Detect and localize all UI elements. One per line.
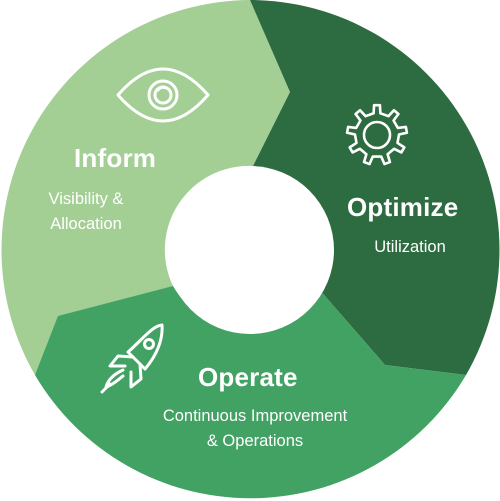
operate-subtitle-line: & Operations <box>206 432 304 450</box>
segment-optimize <box>250 0 500 375</box>
optimize-title: Optimize <box>347 192 459 222</box>
inform-subtitle-line: Allocation <box>50 215 122 233</box>
operate-subtitle: Continuous Improvement & Operations <box>120 404 390 454</box>
segment-inform <box>1 0 290 375</box>
gear-icon <box>345 103 409 166</box>
inform-subtitle: Visibility & Allocation <box>22 187 150 237</box>
inform-subtitle-line: Visibility & <box>48 190 124 208</box>
operate-subtitle-line: Continuous Improvement <box>162 407 348 425</box>
eye-icon <box>116 67 210 123</box>
center-hole <box>166 166 334 334</box>
inform-title: Inform <box>74 143 157 173</box>
operate-title: Operate <box>198 362 298 392</box>
optimize-subtitle-line: Utilization <box>374 238 446 256</box>
optimize-subtitle: Utilization <box>355 235 465 260</box>
rocket-icon <box>100 323 164 394</box>
